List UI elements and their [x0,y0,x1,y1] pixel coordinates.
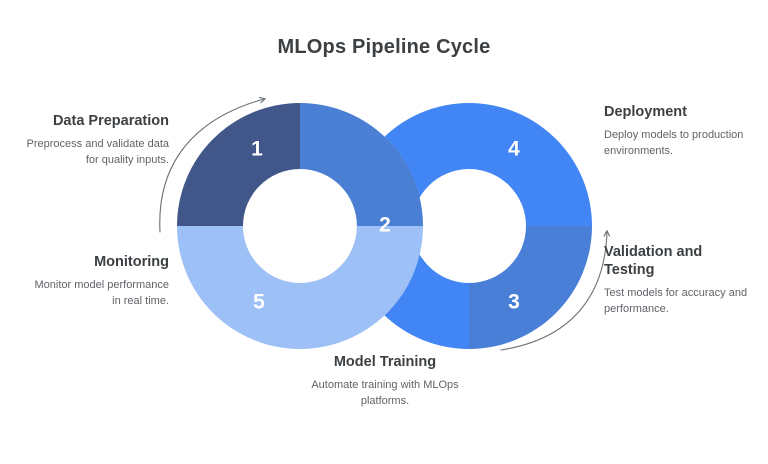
callout-desc-validation-testing: Test models for accuracy and performance… [604,287,748,316]
callout-desc-model-training: Automate training with MLOps platforms. [311,379,459,408]
segment-1-data-preparation[interactable] [177,103,300,226]
callout-validation-testing[interactable]: Validation and Testing Test models for a… [604,243,756,318]
callout-title-deployment: Deployment [604,104,687,120]
callout-title-monitoring: Monitoring [94,254,169,270]
segment-5-monitoring[interactable] [177,226,423,349]
segment-number-4: 4 [508,138,520,161]
counterclockwise-arrow-left-icon [159,99,264,233]
callout-desc-data-preparation: Preprocess and validate data for quality… [26,138,169,167]
segment-number-2: 2 [379,214,391,237]
callout-model-training[interactable]: Model Training Automate training with ML… [297,353,473,410]
segment-number-3: 3 [508,291,520,314]
callout-data-preparation[interactable]: Data Preparation Preprocess and validate… [14,112,169,169]
segment-2-model-training[interactable] [300,103,423,226]
callout-title-validation-testing: Validation and Testing [604,244,703,279]
counterclockwise-arrow-right-icon [500,232,607,351]
left-donut-group [177,103,423,349]
callout-title-data-preparation: Data Preparation [52,113,169,129]
callout-deployment[interactable]: Deployment Deploy models to production e… [604,103,754,160]
callout-desc-monitoring: Monitor model performance in real time. [34,279,169,308]
callout-desc-deployment: Deploy models to production environments… [604,129,744,158]
segment-number-1: 1 [251,138,263,161]
segment-3-shade [469,226,592,349]
callout-title-model-training: Model Training [333,354,437,370]
page-title: MLOps Pipeline Cycle [277,36,491,58]
callout-monitoring[interactable]: Monitoring Monitor model performance in … [34,253,169,310]
segment-number-5: 5 [253,291,265,314]
